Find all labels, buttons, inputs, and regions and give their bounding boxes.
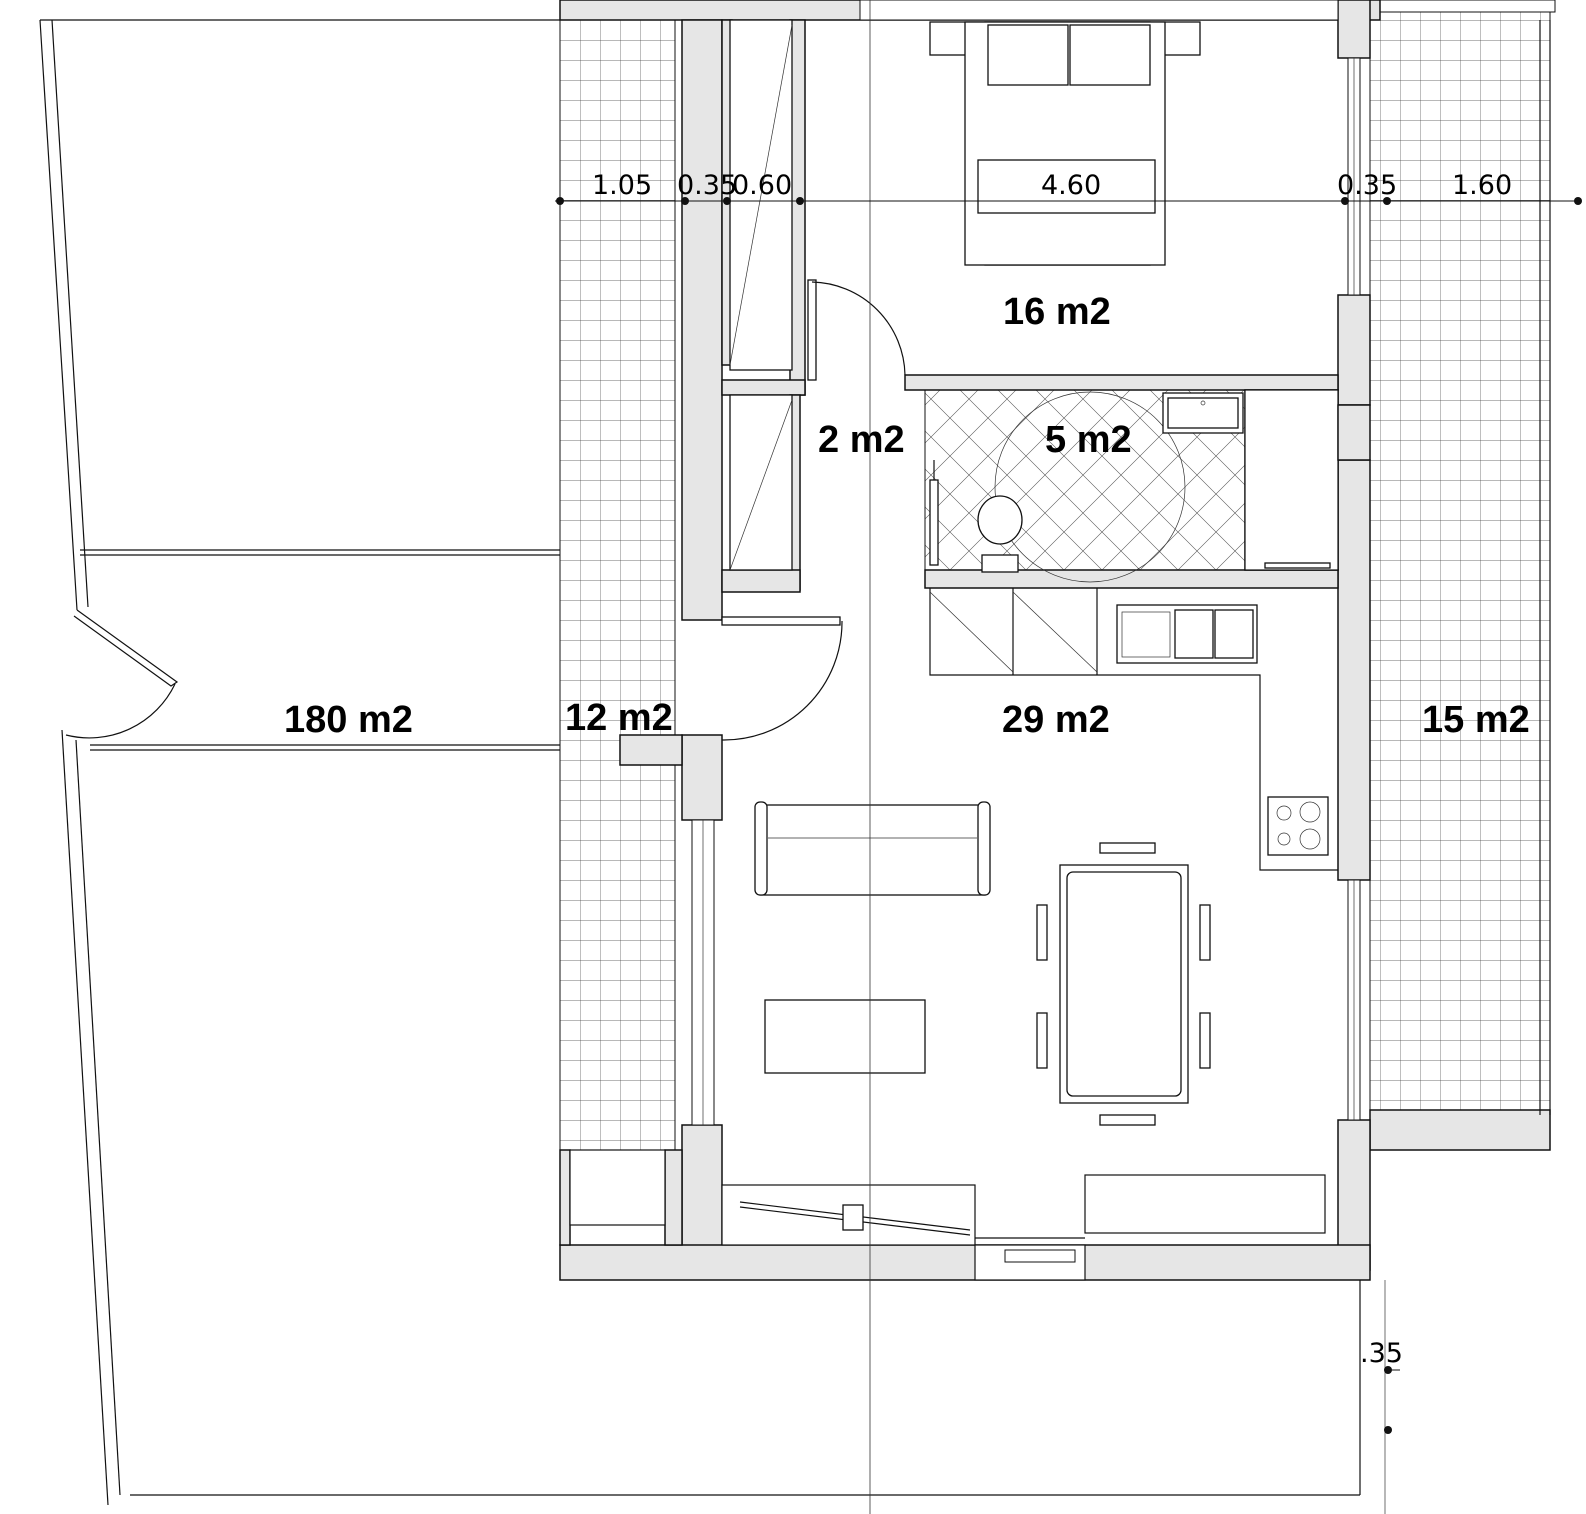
- room-label-bathroom: 5 m2: [1045, 419, 1132, 461]
- kitchen: [929, 588, 1338, 871]
- bathroom-fixtures: [977, 391, 1331, 583]
- wardrobes: [729, 19, 793, 571]
- dim-label-4: 4.60: [1041, 170, 1101, 201]
- windows: [691, 0, 1361, 1126]
- room-label-living: 29 m2: [1002, 699, 1110, 741]
- dim-label-2: 0.35: [677, 170, 737, 201]
- dim-label-1: 1.05: [592, 170, 652, 201]
- room-label-balcony-right: 15 m2: [1422, 699, 1530, 741]
- dim-label-7: .35: [1360, 1338, 1403, 1369]
- terrace-outline: [39, 19, 1360, 1506]
- doors: [721, 279, 939, 741]
- room-label-bedroom: 16 m2: [1003, 291, 1111, 333]
- room-label-hall: 2 m2: [818, 419, 905, 461]
- walls: [559, 0, 1381, 1281]
- dim-label-5: 0.35: [1337, 170, 1397, 201]
- living-furniture: [739, 801, 1211, 1236]
- room-label-terrace: 180 m2: [284, 699, 413, 741]
- dim-label-3: 0.60: [732, 170, 792, 201]
- bed: [929, 21, 1201, 266]
- room-label-balcony-left: 12 m2: [565, 697, 673, 739]
- balcony-right-tiles: [1369, 11, 1551, 1123]
- balcony-left-tiles: [559, 19, 676, 1151]
- dimension-line: [555, 197, 1582, 1434]
- dim-label-6: 1.60: [1452, 170, 1512, 201]
- bottom-right-area: [1359, 1280, 1386, 1514]
